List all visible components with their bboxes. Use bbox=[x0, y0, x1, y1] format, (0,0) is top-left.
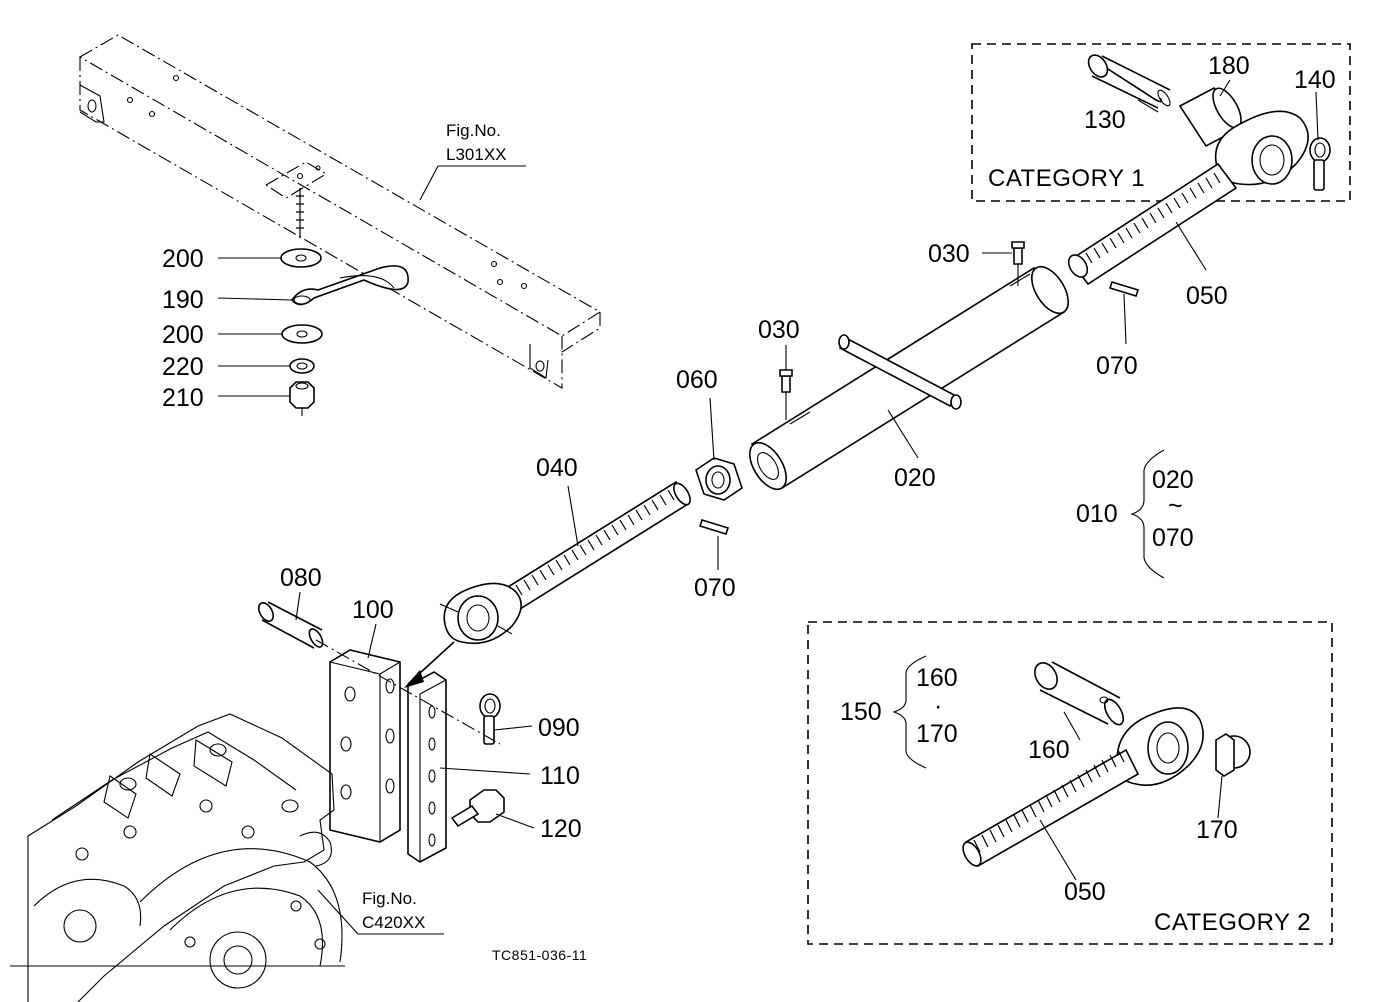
part-label-190: 190 bbox=[162, 286, 204, 314]
part-label-180: 180 bbox=[1208, 52, 1250, 80]
category-2-label: CATEGORY 2 bbox=[1154, 909, 1311, 936]
transmission-case-illustration bbox=[10, 713, 345, 1002]
part-label-040: 040 bbox=[536, 454, 578, 482]
leader-lines bbox=[217, 79, 1319, 935]
part-label-200-upper: 200 bbox=[162, 245, 204, 273]
part-label-080: 080 bbox=[280, 564, 322, 592]
fig-ref-bottom-line1: Fig.No. bbox=[362, 889, 417, 908]
part-label-160: 160 bbox=[1028, 736, 1070, 764]
part-label-130: 130 bbox=[1084, 106, 1126, 134]
category-2-parts-illustration bbox=[962, 661, 1251, 868]
fig-ref-bottom-line2: C420XX bbox=[362, 913, 425, 932]
bolt-stack-illustration bbox=[280, 188, 409, 416]
part-label-050-lower: 050 bbox=[1064, 878, 1106, 906]
top-link-end-040-illustration bbox=[439, 480, 730, 645]
part-label-200-lower: 200 bbox=[162, 321, 204, 349]
part-label-070-upper: 070 bbox=[1096, 352, 1138, 380]
part-label-070-lower: 070 bbox=[694, 574, 736, 602]
category-2-box bbox=[807, 621, 1333, 945]
group-010-from: 020 bbox=[1152, 466, 1194, 494]
frame-bracket-illustration bbox=[78, 34, 602, 389]
part-label-150: 150 bbox=[840, 698, 882, 726]
fig-ref-top-line1: Fig.No. bbox=[446, 121, 501, 140]
category-1-label: CATEGORY 1 bbox=[988, 165, 1145, 192]
group-150-to: 170 bbox=[916, 720, 958, 748]
category-1-parts-illustration bbox=[1087, 54, 1331, 191]
tube-020-illustration bbox=[749, 241, 1069, 491]
group-010-to: 070 bbox=[1152, 524, 1194, 552]
part-label-030-upper: 030 bbox=[928, 240, 970, 268]
part-label-030-lower: 030 bbox=[758, 316, 800, 344]
part-label-020: 020 bbox=[894, 464, 936, 492]
part-label-210: 210 bbox=[162, 384, 204, 412]
drawing-code: TC851-036-11 bbox=[492, 947, 587, 963]
bracket-assembly-illustration bbox=[257, 601, 505, 863]
top-link-end-050-illustration bbox=[1067, 110, 1309, 297]
part-label-170: 170 bbox=[1196, 816, 1238, 844]
part-label-050-upper: 050 bbox=[1186, 282, 1228, 310]
part-label-090: 090 bbox=[538, 714, 580, 742]
part-label-140: 140 bbox=[1294, 66, 1336, 94]
part-label-220: 220 bbox=[162, 353, 204, 381]
locknut-060-illustration bbox=[695, 457, 743, 501]
part-label-060: 060 bbox=[676, 366, 718, 394]
part-label-120: 120 bbox=[540, 815, 582, 843]
group-010-sep: ~ bbox=[1168, 492, 1183, 520]
fig-ref-top-line2: L301XX bbox=[446, 145, 507, 164]
part-label-110: 110 bbox=[540, 762, 580, 790]
part-label-010: 010 bbox=[1076, 500, 1118, 528]
part-label-100: 100 bbox=[352, 596, 394, 624]
group-150-sep: · bbox=[934, 692, 942, 720]
group-150-from: 160 bbox=[916, 664, 958, 692]
